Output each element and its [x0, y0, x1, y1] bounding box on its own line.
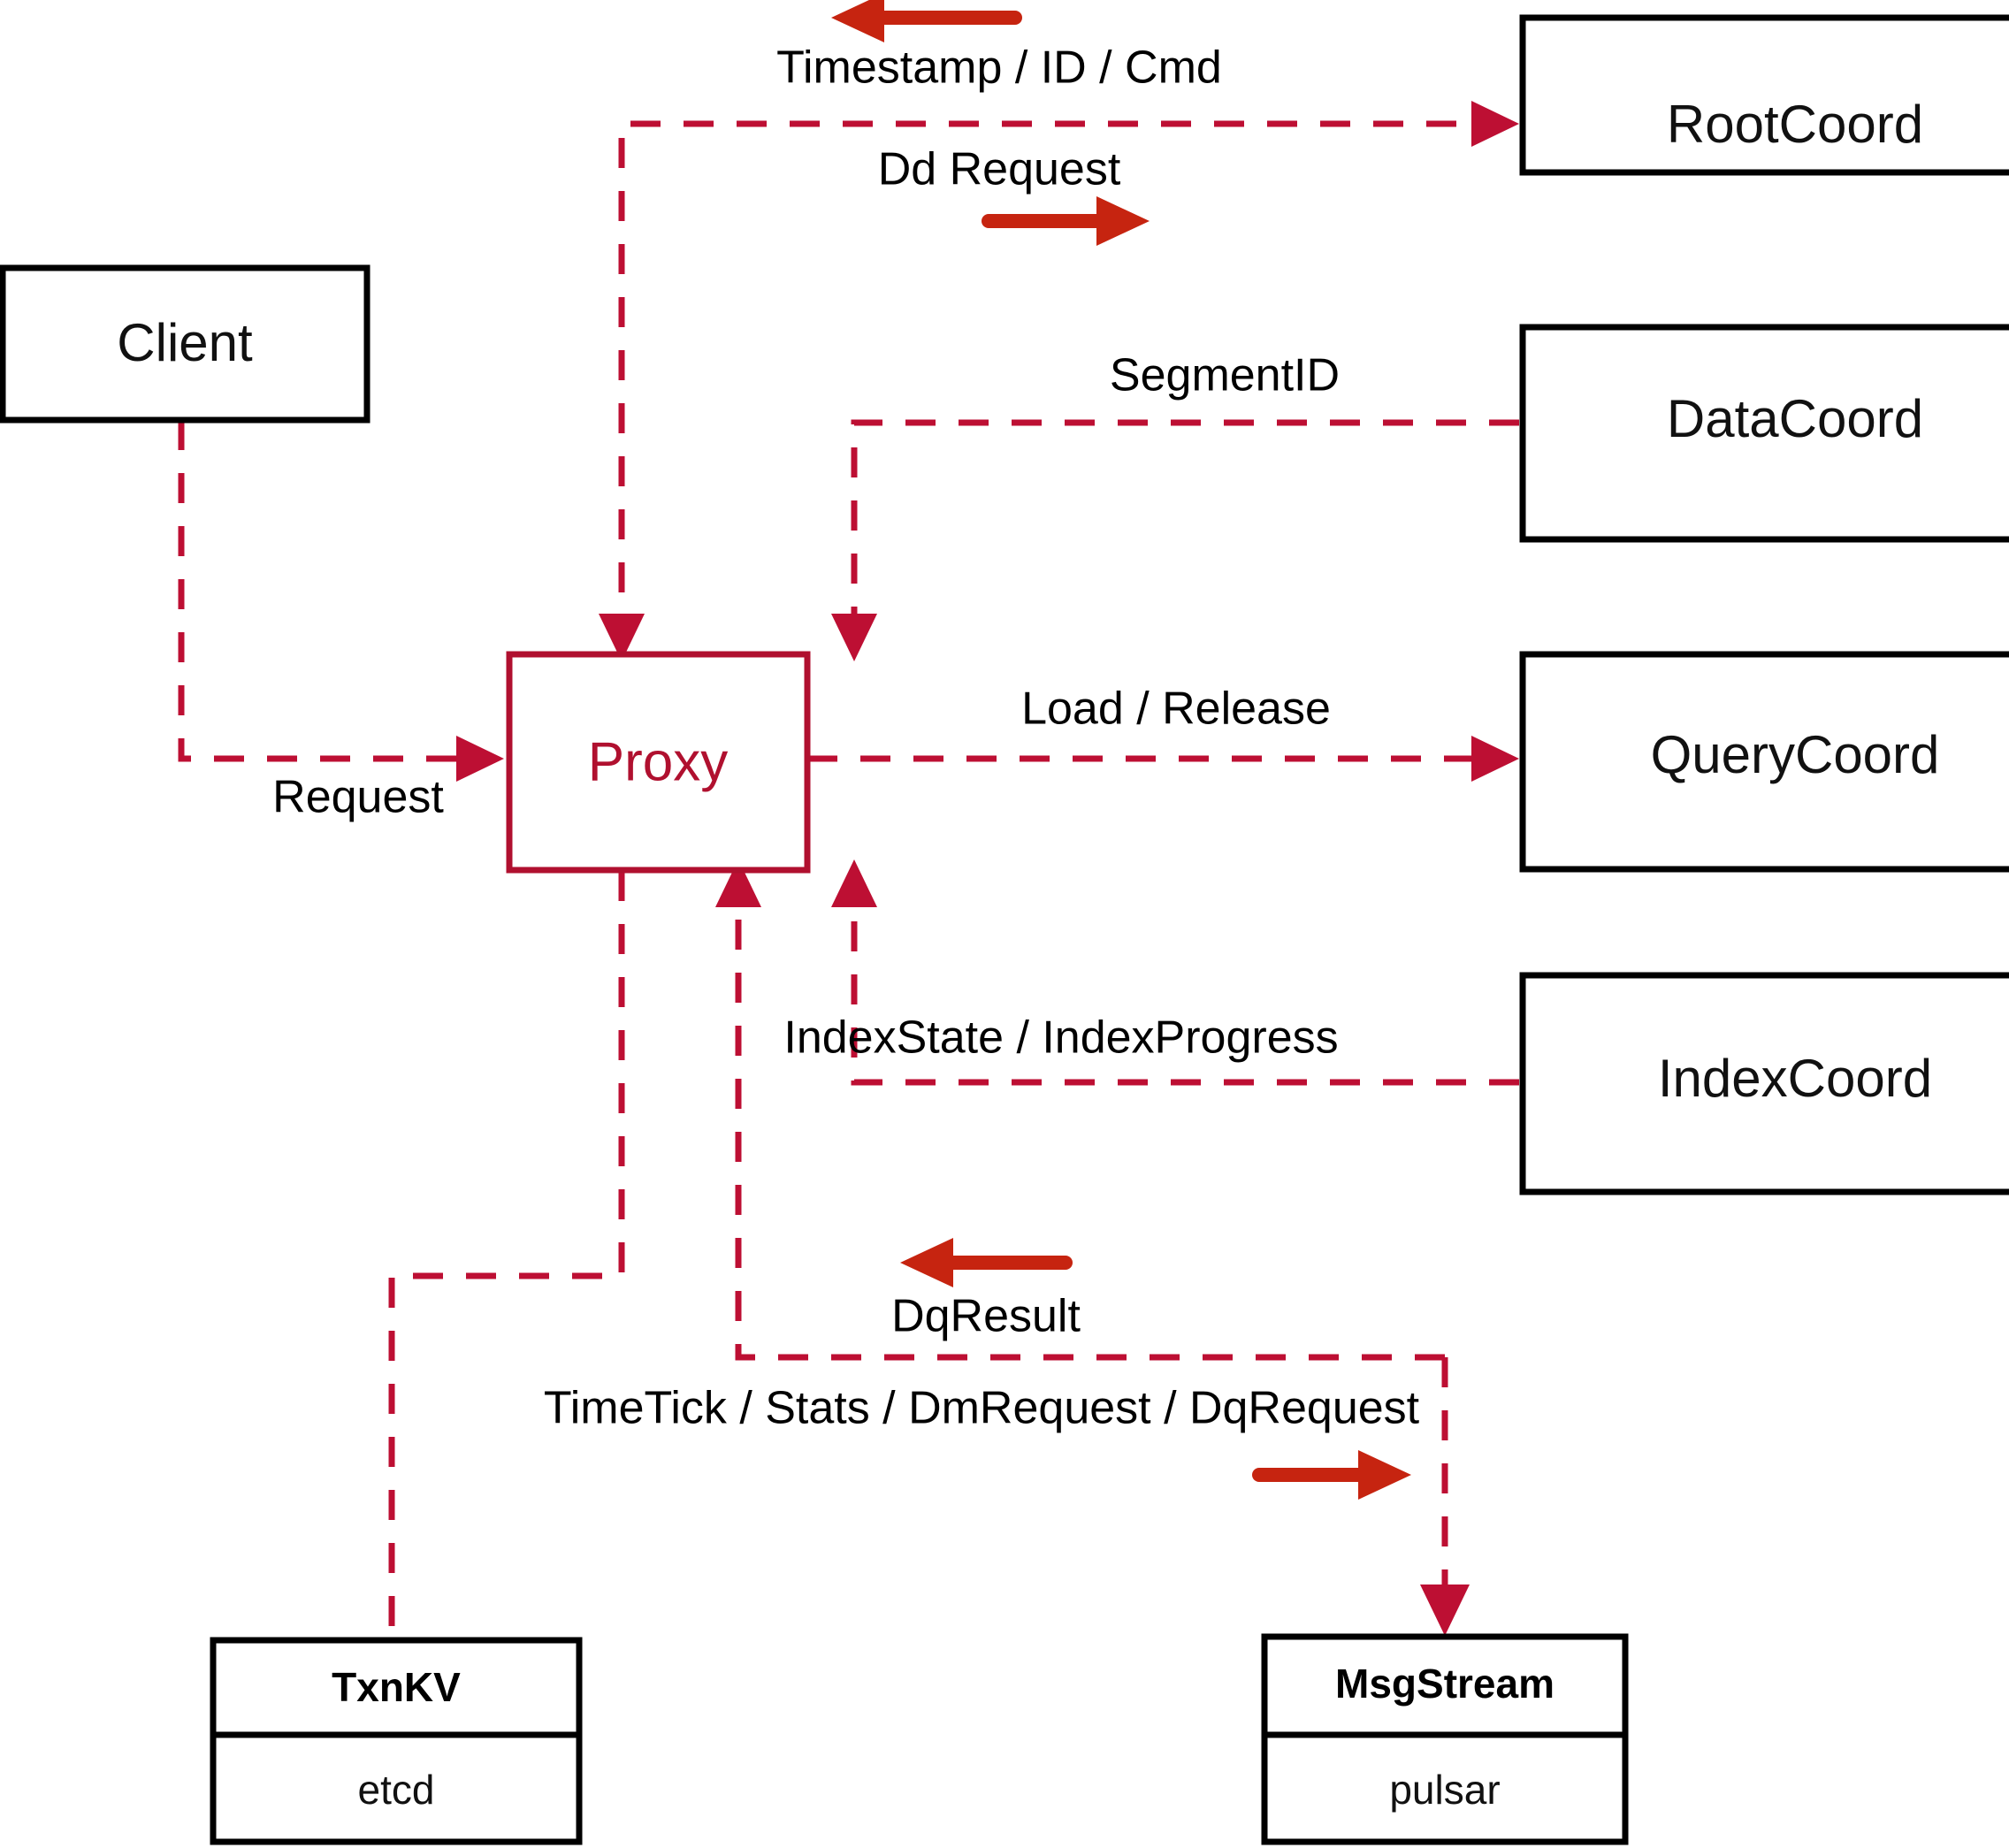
node-client[interactable]: Client — [0, 264, 370, 424]
arrowhead-proxy-to-querycoord — [1471, 736, 1519, 782]
arrowhead-proxy-to-msgstream — [1420, 1585, 1470, 1636]
node-msgstream-impl-label: pulsar — [1389, 1767, 1500, 1813]
edge-label-msgstream-request: TimeTick / Stats / DmRequest / DqRequest — [544, 1383, 1420, 1434]
node-querycoord-label: QueryCoord — [1651, 725, 1940, 784]
arrowhead-proxy-to-rootcoord — [1471, 101, 1519, 147]
node-proxy[interactable]: Proxy — [506, 651, 811, 874]
node-indexcoord[interactable]: IndexCoord — [1519, 972, 2009, 1195]
edge-label-dqresult: DqResult — [891, 1291, 1081, 1342]
arrowhead-client-to-proxy — [456, 736, 504, 782]
flow-msgstream-to-proxy — [735, 875, 1445, 1361]
node-rootcoord-label: RootCoord — [1667, 95, 1923, 154]
edge-label-load-release: Load / Release — [1021, 683, 1331, 735]
node-querycoord[interactable]: QueryCoord — [1519, 651, 2009, 873]
arrowhead-datacoord-to-proxy — [831, 614, 877, 661]
node-txnkv-impl-label: etcd — [358, 1767, 435, 1813]
direction-arrow-dqresult — [900, 1238, 1073, 1287]
flow-proxy-to-rootcoord — [618, 120, 1503, 645]
node-msgstream-label: MsgStream — [1335, 1661, 1554, 1707]
node-msgstream[interactable]: MsgStream pulsar — [1261, 1633, 1629, 1845]
node-indexcoord-label: IndexCoord — [1658, 1049, 1932, 1108]
node-rootcoord[interactable]: RootCoord — [1519, 14, 2009, 176]
direction-arrow-rootcoord-response — [831, 0, 1022, 42]
arrowhead-indexcoord-to-proxy — [831, 859, 877, 907]
node-datacoord-label: DataCoord — [1667, 389, 1923, 448]
flow-client-to-proxy — [178, 420, 488, 762]
node-datacoord[interactable]: DataCoord — [1519, 324, 2009, 543]
node-txnkv-label: TxnKV — [332, 1664, 461, 1710]
edge-label-dd-request: Dd Request — [878, 144, 1121, 195]
node-client-label: Client — [117, 313, 253, 372]
edge-label-rootcoord-response: Timestamp / ID / Cmd — [776, 42, 1222, 94]
flow-proxy-to-txnkv — [388, 871, 625, 1638]
node-proxy-label: Proxy — [588, 731, 728, 792]
arrowhead-msgstream-to-proxy — [715, 859, 761, 907]
node-txnkv[interactable]: TxnKV etcd — [210, 1637, 583, 1845]
arrowhead-rootcoord-to-proxy — [599, 614, 645, 661]
flow-indexcoord-to-proxy — [851, 875, 1519, 1086]
edge-label-indexstate: IndexState / IndexProgress — [783, 1012, 1338, 1064]
direction-arrow-dqrequest — [1252, 1450, 1411, 1500]
flow-datacoord-to-proxy — [851, 419, 1519, 645]
edge-label-client-request: Request — [272, 772, 444, 823]
direction-arrow-dd-request — [982, 196, 1150, 246]
edge-label-segmentid: SegmentID — [1110, 350, 1340, 401]
